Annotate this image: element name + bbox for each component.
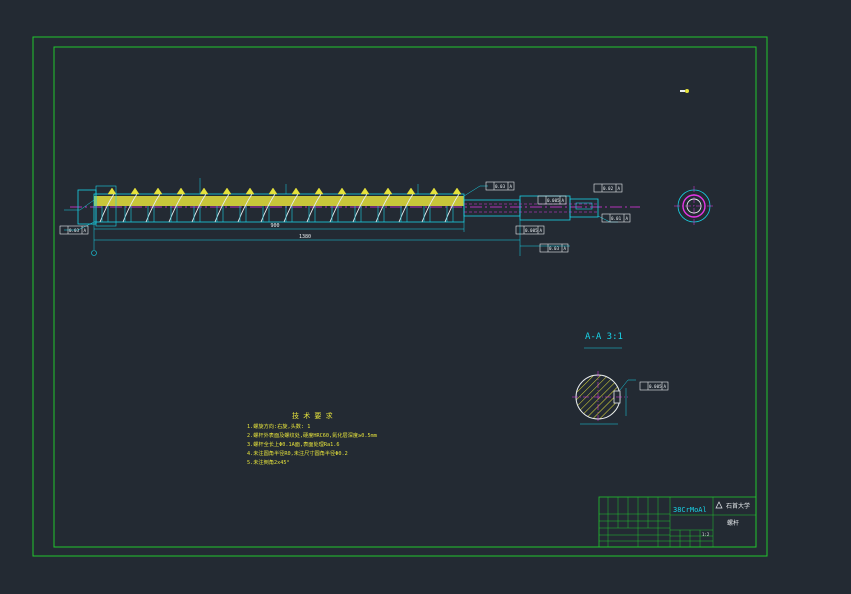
- tolerance-frame: [601, 213, 631, 223]
- flight-curve: [283, 193, 299, 223]
- tolerance-value: 0.03: [69, 228, 80, 233]
- thread-crest: [153, 187, 163, 195]
- light-bulb-icon: [680, 89, 689, 93]
- thread-crest: [222, 187, 232, 195]
- keyway: [575, 202, 593, 210]
- tolerance-datum: A: [510, 184, 513, 189]
- datum-marker: [91, 250, 97, 256]
- leader-right-1: [463, 185, 488, 197]
- title-block-frame: [598, 496, 757, 548]
- flight-curve: [122, 193, 138, 223]
- part-name: 螺杆: [727, 519, 739, 527]
- thread-crest: [176, 187, 186, 195]
- tolerance-value: 0.005: [525, 228, 538, 233]
- tolerance-value: 0.03: [495, 184, 506, 189]
- tolerance-datum: A: [540, 228, 543, 233]
- material-label: 38CrMoAl: [673, 506, 707, 514]
- tolerance-frame: [59, 225, 89, 235]
- title-block-grid: [599, 497, 756, 547]
- flight-curve: [444, 193, 460, 223]
- thread-crest: [452, 187, 462, 195]
- thread-crest: [130, 187, 140, 195]
- screw-main-view: 900 1380: [64, 178, 640, 256]
- tech-note: 2.螺杆外表面及螺纹处,硬度HRC60,氮化层深度≥0.5mm: [247, 431, 377, 439]
- dim-thread-length: 900: [270, 223, 279, 229]
- tolerance-frame: [593, 183, 623, 193]
- tolerance-frame: [537, 195, 567, 205]
- leader-left-2: [64, 221, 95, 231]
- tolerance-datum: A: [618, 186, 621, 191]
- tolerance-frame: [639, 381, 669, 391]
- flight-curve: [237, 193, 253, 223]
- flight-curve: [214, 193, 230, 223]
- thread-crest: [383, 187, 393, 195]
- tolerance-datum: A: [562, 198, 565, 203]
- tolerance-value: 0.02: [603, 186, 614, 191]
- flight-curve: [352, 193, 368, 223]
- tolerance-frame: [539, 243, 569, 253]
- technical-requirements: 技 术 要 求 1.螺旋方向:右旋,头数: 1 2.螺杆外表面及螺纹处,硬度HR…: [247, 411, 377, 466]
- tech-heading: 技 术 要 求: [292, 411, 333, 420]
- flight-curve: [398, 193, 414, 223]
- screw-thread-crests: [107, 187, 462, 195]
- thread-crest: [199, 187, 209, 195]
- tolerance-value: 0.005: [547, 198, 560, 203]
- flight-curve: [329, 193, 345, 223]
- tolerance-datum: A: [84, 228, 87, 233]
- thread-crest: [337, 187, 347, 195]
- leader-left-1: [64, 199, 95, 211]
- thread-crest: [406, 187, 416, 195]
- screw-flights: [99, 193, 460, 223]
- thread-crest: [314, 187, 324, 195]
- thread-crest: [107, 187, 117, 195]
- title-block: 38CrMoAl 石首大学 螺杆 1:2: [598, 496, 757, 548]
- tech-note: 5.未注倒角2x45°: [247, 458, 290, 466]
- flight-curve: [260, 193, 276, 223]
- thread-crest: [291, 187, 301, 195]
- section-leader: [619, 379, 636, 391]
- thread-crest: [268, 187, 278, 195]
- tolerance-value: 0.005: [649, 384, 662, 389]
- flight-curve: [306, 193, 322, 223]
- outer-border: [32, 36, 768, 557]
- flight-curve: [191, 193, 207, 223]
- tolerance-datum: A: [564, 246, 567, 251]
- flight-curve: [421, 193, 437, 223]
- tech-note: 1.螺旋方向:右旋,头数: 1: [247, 422, 310, 430]
- tech-note: 3.螺杆全长上Φ0.1A面,表面处理Ra1.6: [247, 440, 339, 448]
- inner-border: [53, 46, 757, 548]
- tolerance-value: 0.03: [549, 246, 560, 251]
- section-title: A-A 3:1: [585, 332, 623, 342]
- flight-curve: [145, 193, 161, 223]
- thread-crest: [429, 187, 439, 195]
- screw-shank: [463, 199, 521, 217]
- thread-crest: [245, 187, 255, 195]
- section-view: A-A 3:1: [572, 332, 636, 425]
- screw-root-body: [94, 196, 464, 206]
- flight-curve: [99, 193, 115, 223]
- screw-drive-end: [569, 198, 599, 218]
- school-name: 石首大学: [726, 502, 750, 510]
- school-logo-icon: [715, 501, 723, 509]
- tolerance-value: 0.01: [611, 216, 622, 221]
- scale-value: 1:2: [702, 532, 710, 537]
- thread-crest: [360, 187, 370, 195]
- dim-total-length: 1380: [299, 234, 311, 240]
- flight-curve: [375, 193, 391, 223]
- tech-note: 4.未注圆角半径R0,未注尺寸圆角半径Φ0.2: [247, 449, 348, 457]
- tolerance-frame: [515, 225, 545, 235]
- tolerance-datum: A: [626, 216, 629, 221]
- screw-left-shoulder: [95, 185, 117, 227]
- end-view: [674, 186, 714, 226]
- tolerance-datum: A: [664, 384, 667, 389]
- tolerance-frame: [485, 181, 515, 191]
- flight-curve: [168, 193, 184, 223]
